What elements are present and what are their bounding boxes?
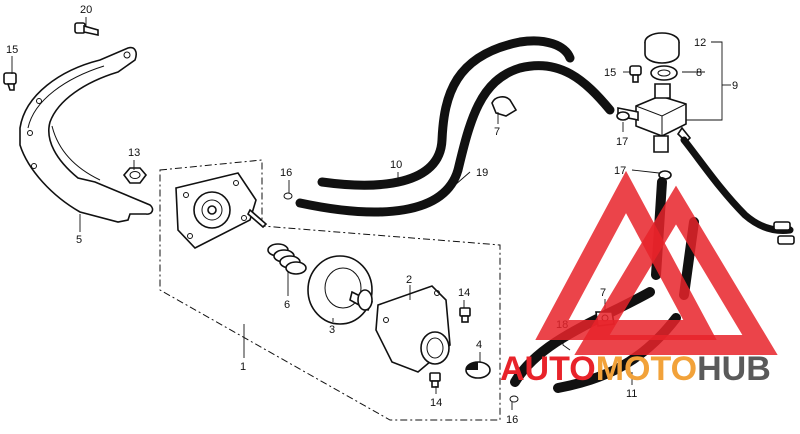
callout-14-lower: 14: [430, 397, 442, 409]
callout-6: 6: [284, 299, 290, 311]
bolt-20: [74, 22, 99, 36]
callout-9: 9: [732, 80, 738, 92]
callout-11: 11: [626, 388, 637, 400]
callout-10: 10: [390, 159, 402, 171]
wire-harness: [680, 136, 795, 245]
callout-8: 8: [696, 67, 702, 79]
callout-17-upper: 17: [616, 136, 628, 148]
callout-7-lower: 7: [600, 287, 606, 299]
watermark-auto: AUTO: [500, 350, 596, 388]
leader-lines: [11, 17, 731, 410]
callout-20: 20: [80, 4, 92, 16]
callout-12: 12: [694, 37, 706, 49]
callout-16-lower: 16: [506, 414, 518, 426]
nut-13: [122, 167, 148, 184]
vent-valve-assembly: [617, 32, 692, 153]
callout-19: 19: [476, 167, 488, 179]
callout-7-upper: 7: [494, 126, 500, 138]
callout-3: 3: [329, 324, 335, 336]
callout-15-left: 15: [6, 44, 18, 56]
plate-4: [465, 361, 491, 379]
callout-13: 13: [128, 147, 140, 159]
clamp-7-upper: [491, 96, 518, 117]
watermark-triangle-left: [535, 170, 717, 340]
hose-19: [295, 61, 615, 217]
callout-2: 2: [406, 274, 412, 286]
watermark-hub: HUB: [697, 350, 771, 388]
callout-1: 1: [240, 361, 246, 373]
callout-15-right: 15: [604, 67, 616, 79]
watermark-logo: AUTOMOTOHUB: [500, 170, 778, 388]
callout-5: 5: [76, 234, 82, 246]
clip-16-upper: [283, 192, 293, 200]
hose-10: [317, 36, 575, 190]
callout-14-upper: 14: [458, 287, 470, 299]
callout-16-upper: 16: [280, 167, 292, 179]
screw-15-right: [629, 65, 642, 83]
watermark-moto: MOTO: [596, 350, 697, 388]
clip-17-upper: [616, 111, 630, 121]
callout-4: 4: [476, 339, 482, 351]
bolt-15-left: [3, 72, 17, 91]
chamber-2: [375, 285, 451, 373]
diaphragm-cover: [175, 172, 268, 249]
bracket-part: [19, 46, 154, 223]
screw-14-upper: [459, 307, 471, 323]
watermark-text: AUTOMOTOHUB: [500, 350, 771, 388]
spring-6: [267, 243, 307, 275]
diaphragm-3: [307, 255, 374, 325]
clip-16-lower: [509, 395, 519, 403]
callout-17-lower: 17: [614, 165, 626, 177]
screw-14-lower: [429, 372, 441, 388]
watermark-triangle-right: [574, 185, 778, 355]
